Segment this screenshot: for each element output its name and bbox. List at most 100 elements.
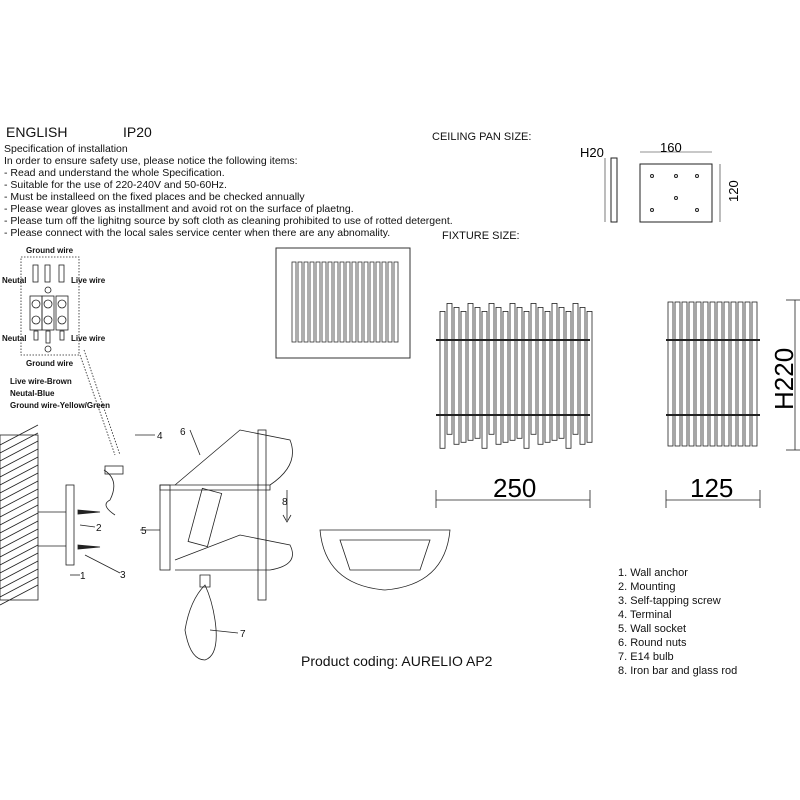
rod xyxy=(453,307,460,445)
rod xyxy=(544,311,551,443)
rod xyxy=(695,301,702,447)
fixture-side-view xyxy=(666,301,760,447)
rod xyxy=(516,307,523,439)
part-item: 3. Self-tapping screw xyxy=(618,595,721,607)
rod xyxy=(688,301,695,447)
part-item: 4. Terminal xyxy=(618,609,672,621)
rod xyxy=(0,512,39,534)
rod xyxy=(381,261,387,343)
callout-4: 4 xyxy=(157,431,163,442)
rod xyxy=(357,261,363,343)
neutral-top-label: Neutal xyxy=(2,276,26,285)
rod xyxy=(495,307,502,445)
callout-1: 1 xyxy=(80,571,86,582)
rod xyxy=(0,448,39,470)
rod xyxy=(467,303,474,441)
callout-6: 6 xyxy=(180,427,186,438)
rod xyxy=(0,488,39,510)
wire-color-neutral: Neutal-Blue xyxy=(10,389,55,398)
rod xyxy=(446,303,453,435)
rod xyxy=(327,261,333,343)
ground-wire-bottom-label: Ground wire xyxy=(26,359,74,368)
rod xyxy=(351,261,357,343)
rod xyxy=(315,261,321,343)
callout-7: 7 xyxy=(240,629,246,640)
rod xyxy=(0,440,39,462)
parts-legend: 1. Wall anchor 2. Mounting 3. Self-tappi… xyxy=(618,566,737,678)
rod xyxy=(509,303,516,441)
rod xyxy=(523,311,530,449)
pan-height-dim: H20 xyxy=(580,145,604,160)
rod xyxy=(0,552,39,574)
rod xyxy=(369,261,375,343)
rod xyxy=(0,584,39,606)
spec-line: - Please connect with the local sales se… xyxy=(4,227,391,239)
rod xyxy=(0,528,39,550)
part-item: 5. Wall socket xyxy=(618,623,687,635)
rod xyxy=(667,301,674,447)
part-item: 2. Mounting xyxy=(618,581,676,593)
spec-line: In order to ensure safety use, please no… xyxy=(4,155,298,167)
ground-wire-top-label: Ground wire xyxy=(26,246,74,255)
rod xyxy=(537,307,544,445)
rod xyxy=(744,301,751,447)
live-top-label: Live wire xyxy=(71,276,106,285)
rod xyxy=(393,261,399,343)
fixture-front-view xyxy=(436,303,593,449)
rod xyxy=(488,303,495,435)
rod xyxy=(387,261,393,343)
rod xyxy=(0,544,39,566)
part-item: 8. Iron bar and glass rod xyxy=(618,665,738,677)
ceiling-pan-drawing xyxy=(604,151,721,223)
rod xyxy=(291,261,297,343)
callout-8: 8 xyxy=(282,497,288,508)
rod xyxy=(723,301,730,447)
wire-color-ground: Ground wire-Yellow/Green xyxy=(10,401,110,410)
rod xyxy=(0,576,39,598)
rod xyxy=(530,303,537,435)
fixture-preview-image xyxy=(275,247,411,359)
rod xyxy=(0,464,39,486)
neutral-bottom-label: Neutal xyxy=(2,334,26,343)
rod xyxy=(558,307,565,439)
wall-mounting-drawing xyxy=(0,424,451,661)
rod xyxy=(551,303,558,441)
rod xyxy=(702,301,709,447)
callout-3: 3 xyxy=(120,570,126,581)
rod xyxy=(339,261,345,343)
rod xyxy=(0,496,39,518)
product-coding: Product coding: AURELIO AP2 xyxy=(301,653,493,669)
rod xyxy=(0,536,39,558)
fixture-height-dim: H220 xyxy=(769,348,799,410)
callout-2: 2 xyxy=(96,523,102,534)
rod xyxy=(0,568,39,590)
rod xyxy=(0,456,39,478)
fixture-size-label: FIXTURE SIZE: xyxy=(442,230,520,242)
spec-title: Specification of installation xyxy=(4,143,128,155)
rod xyxy=(363,261,369,343)
terminal-wiring-diagram xyxy=(20,256,121,456)
spec-line: - Please tum off the lighitng source by … xyxy=(4,215,453,227)
rod xyxy=(0,504,39,526)
dimension-lines xyxy=(435,299,800,508)
rod xyxy=(0,520,39,542)
spec-line: - Read and understand the whole Specific… xyxy=(4,167,225,179)
spec-line: - Please wear gloves as installment and … xyxy=(4,203,354,215)
fixture-depth-dim: 125 xyxy=(690,473,733,503)
rod xyxy=(460,311,467,443)
pan-width-dim: 160 xyxy=(660,140,682,155)
language-label: ENGLISH xyxy=(6,124,68,140)
rod xyxy=(0,560,39,582)
rod xyxy=(297,261,303,343)
ip-rating: IP20 xyxy=(123,124,152,140)
pan-depth-dim: 120 xyxy=(726,180,741,202)
spec-line: - Suitable for the use of 220-240V and 5… xyxy=(4,179,227,191)
callout-5: 5 xyxy=(141,526,147,537)
part-item: 7. E14 bulb xyxy=(618,651,674,663)
rod xyxy=(0,432,39,454)
rod xyxy=(309,261,315,343)
rod xyxy=(439,311,446,449)
rod xyxy=(730,301,737,447)
rod xyxy=(681,301,688,447)
